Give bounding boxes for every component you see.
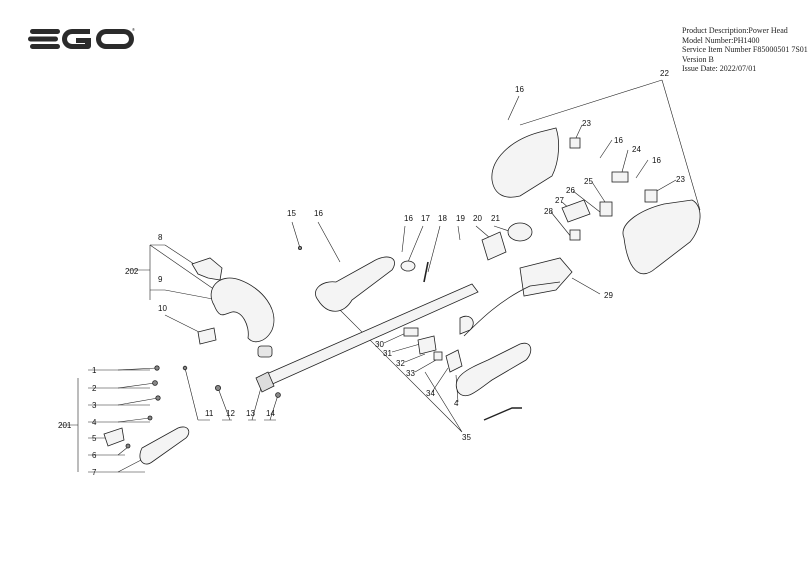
callout-23: 23 [582,119,591,128]
callout-9: 9 [158,275,163,284]
callout-202: 202 [125,267,139,276]
callout-26: 26 [566,186,575,195]
ego-logo: ® [28,27,135,49]
circuit-board-part [519,257,573,297]
callout-20: 20 [473,214,482,223]
callout-2: 2 [92,384,97,393]
callout-18: 18 [438,214,447,223]
callout-23: 23 [676,175,685,184]
version: Version B [682,54,714,64]
callout-5: 5 [92,434,97,443]
callout-3: 3 [92,401,97,410]
callout-33: 33 [406,369,415,378]
callout-22: 22 [660,69,669,78]
callout-29: 29 [604,291,613,300]
leader-lines [60,79,701,473]
callout-13: 13 [246,409,255,418]
product-info-block: Product Description:Power Head Model Num… [682,26,808,74]
callout-10: 10 [158,304,167,313]
callout-16: 16 [404,214,413,223]
callout-21: 21 [491,214,500,223]
callout-16: 16 [515,85,524,94]
parts [103,127,701,465]
handle-part [455,342,532,397]
callout-4: 4 [454,399,459,408]
shaft-part [261,283,479,387]
svg-text:®: ® [132,27,135,32]
callout-15: 15 [287,209,296,218]
callout-27: 27 [555,196,564,205]
callout-16: 16 [652,156,661,165]
service-item-number: Service Item Number F85000501 7S01 [682,45,808,54]
callout-8: 8 [158,233,163,242]
product-description: Product Description:Power Head [682,26,788,35]
right-housing-part [491,127,560,198]
callout-35: 35 [462,433,471,442]
battery-housing-part [622,199,701,274]
callout-1: 1 [92,366,97,375]
left-housing-part [315,256,395,312]
issue-date: Issue Date: 2022/07/01 [682,64,757,73]
callout-4: 4 [92,418,97,427]
callout-32: 32 [396,359,405,368]
callout-7: 7 [92,468,97,477]
callout-19: 19 [456,214,465,223]
callout-16: 16 [314,209,323,218]
model-number: Model Number:PH1400 [682,35,760,45]
callout-31: 31 [383,349,392,358]
callout-34: 34 [426,389,435,398]
callout-25: 25 [584,177,593,186]
callout-14: 14 [266,409,275,418]
coupler-part [139,426,190,465]
guard-part [210,277,275,343]
callout-16: 16 [614,136,623,145]
callout-6: 6 [92,451,97,460]
callout-28: 28 [544,207,553,216]
callout-24: 24 [632,145,641,154]
callout-17: 17 [421,214,430,223]
callout-201: 201 [58,421,72,430]
callout-30: 30 [375,340,384,349]
callout-11: 11 [205,409,214,418]
callout-12: 12 [226,409,235,418]
